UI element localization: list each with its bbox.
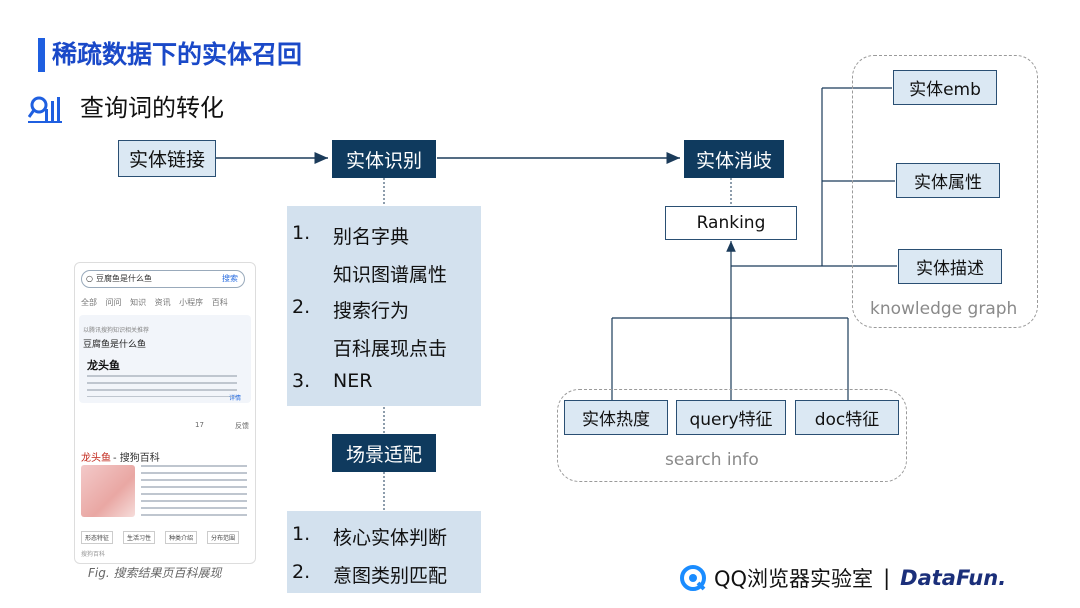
- footer-branding: QQ浏览器实验室 | DataFun.: [680, 563, 1006, 593]
- kg-item-entity-emb: 实体emb: [893, 70, 997, 105]
- feedback-label: 反馈: [235, 422, 249, 430]
- result-text-lines: [141, 465, 247, 517]
- method-text: NER: [333, 370, 373, 392]
- search-info-label: search info: [665, 450, 759, 470]
- phone-tabs: 全部 问问 知识 资讯 小程序 百科: [81, 298, 228, 307]
- scene-methods-panel: 1. 核心实体判断 2. 意图类别匹配: [287, 511, 481, 593]
- method-text: 百科展现点击: [333, 338, 448, 360]
- answer-source: 以腾讯搜狗知识相关推荐: [83, 327, 150, 334]
- search-result-screenshot: ○ 豆腐鱼是什么鱼 搜索 全部 问问 知识 资讯 小程序 百科 以腾讯搜狗知识相…: [74, 262, 256, 564]
- recognition-methods-panel: 1. 别名字典 知识图谱属性 2. 搜索行为 百科展现点击 3. NER: [287, 206, 481, 406]
- method-num: 1.: [292, 222, 311, 244]
- result-title: 龙头鱼: [81, 453, 111, 464]
- ranking-box: Ranking: [665, 206, 797, 240]
- method-text: 意图类别匹配: [333, 565, 448, 587]
- method-text: 别名字典: [333, 226, 410, 248]
- qq-browser-logo-icon: [680, 565, 706, 591]
- result-source-label: 搜狗百科: [81, 551, 106, 558]
- magnifier-icon: ○: [86, 274, 93, 283]
- si-item-doc-feature: doc特征: [795, 400, 899, 435]
- datafun-logo: DataFun.: [900, 566, 1007, 590]
- si-item-hotness: 实体热度: [564, 400, 668, 435]
- method-num: 2.: [292, 296, 311, 318]
- answer-question: 豆腐鱼是什么鱼: [83, 340, 147, 350]
- tag: 形态特征: [81, 531, 114, 544]
- method-num: 2.: [292, 561, 311, 583]
- phone-query: 豆腐鱼是什么鱼: [96, 274, 152, 283]
- figure-caption: Fig. 搜索结果页百科展现: [88, 566, 222, 580]
- knowledge-graph-group: [852, 55, 1038, 328]
- knowledge-graph-label: knowledge graph: [870, 299, 1018, 319]
- search-info-group: [557, 389, 907, 482]
- method-num: 1.: [292, 523, 311, 545]
- phone-search-field: ○ 豆腐鱼是什么鱼 搜索: [81, 270, 245, 288]
- entity-disambiguation-box: 实体消歧: [684, 140, 784, 178]
- method-num: 3.: [292, 370, 311, 392]
- scene-adaptation-box: 场景适配: [332, 434, 436, 472]
- kg-item-entity-attr: 实体属性: [896, 163, 1000, 198]
- chart-search-icon: [28, 96, 62, 123]
- answer-title: 龙头鱼: [87, 359, 120, 372]
- tag: 生活习性: [123, 531, 156, 544]
- answer-more-link: 详情: [229, 395, 242, 402]
- answer-text-lines: [87, 375, 237, 397]
- si-item-query-feature: query特征: [676, 400, 786, 435]
- title-accent-bar: [38, 38, 45, 72]
- like-count: 17: [195, 421, 204, 429]
- answer-card: 以腾讯搜狗知识相关推荐 豆腐鱼是什么鱼 龙头鱼 详情: [79, 315, 251, 403]
- entity-recognition-box: 实体识别: [332, 140, 436, 178]
- phone-search-button: 搜索: [222, 274, 238, 283]
- method-text: 搜索行为: [333, 300, 410, 322]
- tag: 种类介绍: [165, 531, 198, 544]
- tag: 分布范围: [207, 531, 240, 544]
- footer-separator: |: [883, 566, 891, 590]
- result-source: - 搜狗百科: [113, 453, 160, 464]
- method-text: 知识图谱属性: [333, 264, 448, 286]
- page-title: 稀疏数据下的实体召回: [52, 40, 303, 69]
- kg-item-entity-desc: 实体描述: [898, 249, 1002, 284]
- lab-name: QQ浏览器实验室: [714, 567, 874, 591]
- method-text: 核心实体判断: [333, 527, 448, 549]
- section-subtitle: 查询词的转化: [80, 94, 224, 122]
- fish-image: [81, 465, 135, 517]
- entity-linking-box: 实体链接: [118, 140, 216, 177]
